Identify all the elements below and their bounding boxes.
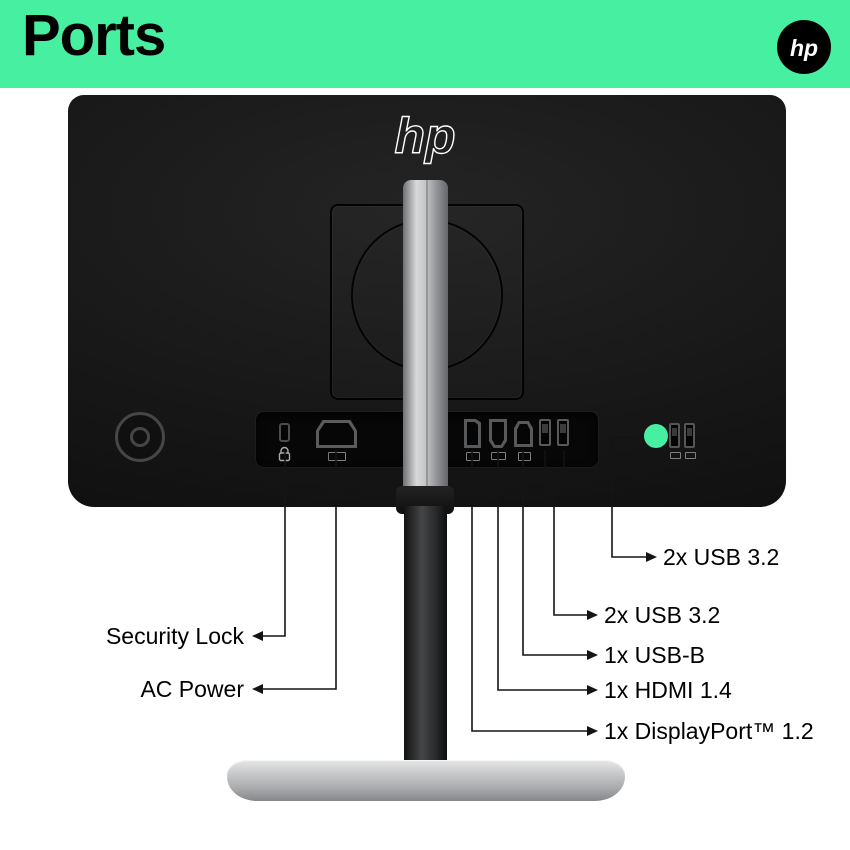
hp-logo-icon: hp <box>777 20 831 74</box>
usb-glyph-icon <box>670 452 681 459</box>
security-lock-slot <box>279 423 290 442</box>
usb-a-port-4 <box>684 423 695 448</box>
displayport-port <box>464 419 481 448</box>
hdmi-glyph-icon <box>491 452 506 460</box>
callout-label-usb32-side: 2x USB 3.2 <box>663 544 780 570</box>
hp-logo-text: hp <box>790 35 818 61</box>
circular-vent-center <box>130 427 150 447</box>
ac-power-inlet-cavity <box>319 423 354 445</box>
callout-label-displayport: 1x DisplayPort™ 1.2 <box>604 718 814 744</box>
arrow-right-icon <box>587 726 598 736</box>
stand-column-lower <box>404 506 447 766</box>
ac-power-inlet <box>316 420 357 448</box>
usb-b-glyph-icon <box>518 452 531 461</box>
hp-logo-circle <box>777 20 831 74</box>
arrow-right-icon <box>646 552 657 562</box>
callout-label-hdmi: 1x HDMI 1.4 <box>604 677 732 703</box>
hdmi-cavity <box>492 422 504 445</box>
page-title: Ports <box>22 3 166 68</box>
displayport-cavity <box>467 422 478 445</box>
usb-b-cavity <box>517 424 530 444</box>
callout-label-usb-b: 1x USB-B <box>604 642 705 668</box>
usb-a-port-2 <box>557 419 569 446</box>
usb-a-port-1 <box>539 419 551 446</box>
callout-label-usb32-rear: 2x USB 3.2 <box>604 602 721 628</box>
arrow-left-icon <box>252 631 263 641</box>
arrow-left-icon <box>252 684 263 694</box>
lock-icon <box>278 446 291 462</box>
monitor-hp-logo-text: hp <box>394 108 455 164</box>
green-dot-indicator <box>644 424 668 448</box>
stand-base <box>227 760 625 801</box>
arrow-right-icon <box>587 650 598 660</box>
arrow-right-icon <box>587 685 598 695</box>
usb-glyph-icon <box>685 452 696 459</box>
arrow-right-icon <box>587 610 598 620</box>
header-banner: Ports hp <box>0 0 850 88</box>
hdmi-port <box>489 419 507 448</box>
callout-label-ac-power: AC Power <box>140 676 244 702</box>
power-glyph-icon <box>328 452 346 461</box>
displayport-glyph-icon <box>466 452 480 461</box>
usb-a-port-3 <box>669 423 680 448</box>
stand-column-upper <box>403 180 448 506</box>
usb-b-port <box>514 421 533 447</box>
monitor-hp-logo-icon: hp <box>394 107 456 164</box>
callout-label-security-lock: Security Lock <box>105 623 244 649</box>
